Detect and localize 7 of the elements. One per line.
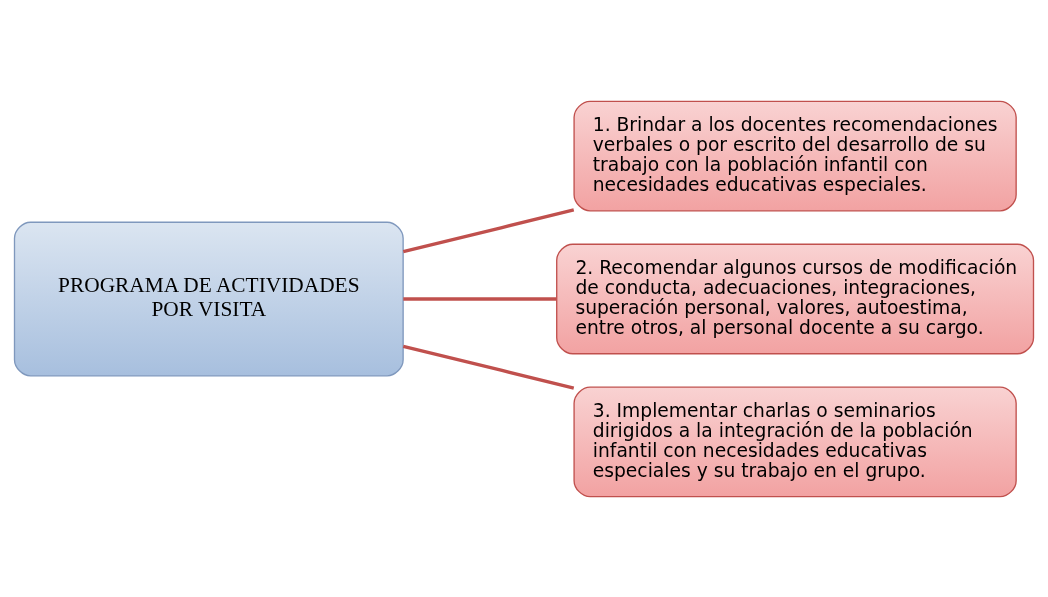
node-box: PROGRAMA DE ACTIVIDADES POR VISITA (13, 221, 404, 376)
connector (403, 296, 557, 301)
node-box: 1. Brindar a los docentes recomendaciones verbales o por escrito del desarrollo de su trabajo con la población infantil con necesidades educativas especiales. (573, 100, 1017, 212)
node-box: 3. Implementar charlas o seminarios dirigidos a la integración de la población infantil con necesidades educativas especiales y su trabajo en el grupo. (573, 385, 1017, 497)
connector (402, 344, 575, 390)
connector (402, 207, 575, 253)
node-box: 2. Recomendar algunos cursos de modificación de conducta, adecuaciones, integraciones, superación personal, valores, autoestima, entre otros, al personal docente a su cargo. (556, 243, 1035, 354)
